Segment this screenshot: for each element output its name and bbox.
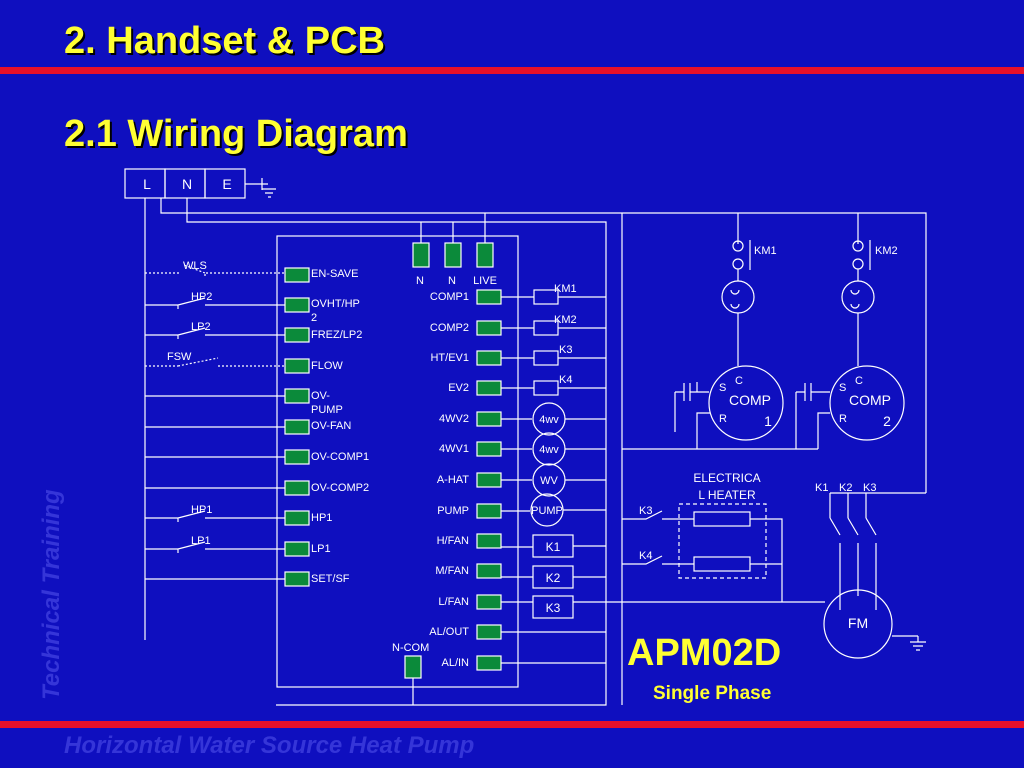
top-terminal-n2: N: [448, 275, 456, 287]
comp1-c: C: [735, 375, 743, 387]
input-en-save: EN-SAVE: [311, 268, 358, 280]
output-4wv1: 4WV1: [439, 443, 469, 455]
top-red-bar: [0, 67, 1024, 74]
top-terminals: N N LIVE: [412, 213, 497, 287]
input-ov-fan: OV-FAN: [311, 420, 351, 432]
output-al-in: AL/IN: [441, 657, 469, 669]
comp2-c: C: [855, 375, 863, 387]
supply-e: E: [222, 176, 231, 192]
fan-k1: K1: [815, 482, 828, 494]
fan-k3: K3: [863, 482, 876, 494]
slide-subtitle: 2.1 Wiring Diagram: [64, 113, 408, 155]
heater-k3: K3: [639, 505, 652, 517]
comp2-number: 2: [883, 413, 891, 429]
load-k3: K3: [559, 344, 572, 356]
load-4wv1: 4wv: [539, 444, 559, 456]
load-4wv2: 4wv: [539, 414, 559, 426]
output-comp2: COMP2: [430, 322, 469, 334]
input-ov: OV-: [311, 390, 330, 402]
fan-motor-circuit: K1 K2 K3 FM: [815, 482, 926, 659]
right-output-terminals: COMP1 COMP2 HT/EV1 EV2 4WV2 4WV1 A-HAT P…: [429, 289, 502, 671]
slide-title: 2. Handset & PCB: [64, 20, 385, 62]
comp2-s: S: [839, 382, 846, 394]
compressor-1-circuit: KM1 C S R COMP 1: [674, 238, 784, 449]
switch-wls: WLS: [183, 260, 207, 272]
supply-terminal-block: L N E: [124, 168, 276, 199]
load-wv: WV: [540, 475, 558, 487]
output-pump: PUMP: [437, 505, 469, 517]
earth-ground-icon: [245, 178, 276, 198]
electrical-heater-circuit: ELECTRICA L HEATER K3 K4: [622, 471, 783, 602]
comp2-label: COMP: [849, 392, 891, 408]
pcb-board: [276, 235, 519, 688]
switch-hp2: HP2: [191, 291, 212, 303]
switch-hp1: HP1: [191, 504, 212, 516]
model-label: APM02D: [627, 632, 782, 674]
output-l-fan: L/FAN: [438, 596, 469, 608]
input-ovht-hp-2: 2: [311, 312, 317, 324]
comp1-s: S: [719, 382, 726, 394]
load-components: KM1 KM2 K3 K4 4wv 4wv WV PUMP K1 K2 K3: [501, 283, 825, 664]
compressor-2-circuit: KM2 C S R COMP 2: [622, 238, 905, 450]
input-ovht-hp: OVHT/HP: [311, 298, 360, 310]
left-input-terminals: EN-SAVE OVHT/HP 2 FREZ/LP2 FLOW OV- PUMP…: [284, 267, 369, 587]
load-km1: KM1: [554, 283, 577, 295]
bottom-watermark: Horizontal Water Source Heat Pump: [64, 732, 475, 759]
comp1-number: 1: [764, 413, 772, 429]
input-ov-comp2: OV-COMP2: [311, 482, 369, 494]
output-al-out: AL/OUT: [429, 626, 469, 638]
output-comp1: COMP1: [430, 291, 469, 303]
input-pump: PUMP: [311, 404, 343, 416]
input-set-sf: SET/SF: [311, 573, 350, 585]
output-4wv2: 4WV2: [439, 413, 469, 425]
switch-fsw: FSW: [167, 351, 192, 363]
fan-motor-label: FM: [848, 615, 868, 631]
heater-label-1: ELECTRICA: [693, 471, 760, 485]
load-km2: KM2: [554, 314, 577, 326]
output-ev2: EV2: [448, 382, 469, 394]
fan-ground-icon: [892, 635, 926, 651]
supply-n: N: [182, 176, 192, 192]
phase-label: Single Phase: [653, 683, 772, 704]
live-top-wire: [160, 198, 927, 493]
supply-l: L: [143, 176, 151, 192]
output-h-fan: H/FAN: [437, 535, 469, 547]
fan-k2: K2: [839, 482, 852, 494]
input-flow: FLOW: [311, 360, 343, 372]
comp1-label: COMP: [729, 392, 771, 408]
switch-lp1: LP1: [191, 535, 211, 547]
comp1-r: R: [719, 413, 727, 425]
output-ht-ev1: HT/EV1: [430, 352, 469, 364]
ncom-terminal: [404, 655, 422, 679]
heater-label-2: L HEATER: [698, 488, 756, 502]
input-ov-comp1: OV-COMP1: [311, 451, 369, 463]
load-k2: K2: [546, 571, 561, 585]
switch-lp2: LP2: [191, 321, 211, 333]
heater-k4: K4: [639, 550, 652, 562]
bottom-red-bar: [0, 721, 1024, 728]
input-lp1: LP1: [311, 543, 331, 555]
km1-contactor-label: KM1: [754, 245, 777, 257]
input-hp1: HP1: [311, 512, 332, 524]
input-switch-wiring: WLS HP2 LP2 FSW HP1 LP1: [145, 260, 285, 580]
input-frez-lp2: FREZ/LP2: [311, 329, 362, 341]
load-pump: PUMP: [531, 505, 563, 517]
ncom-label: N-COM: [392, 642, 429, 654]
neutral-bus-wire: [186, 198, 607, 706]
km2-contactor-label: KM2: [875, 245, 898, 257]
top-terminal-live: LIVE: [473, 275, 497, 287]
output-m-fan: M/FAN: [435, 565, 469, 577]
output-a-hat: A-HAT: [437, 474, 469, 486]
comp2-r: R: [839, 413, 847, 425]
contactor-feed-wires: [737, 213, 859, 238]
load-k4: K4: [559, 374, 572, 386]
load-k3-fan: K3: [546, 601, 561, 615]
top-terminal-n1: N: [416, 275, 424, 287]
load-k1: K1: [546, 540, 561, 554]
